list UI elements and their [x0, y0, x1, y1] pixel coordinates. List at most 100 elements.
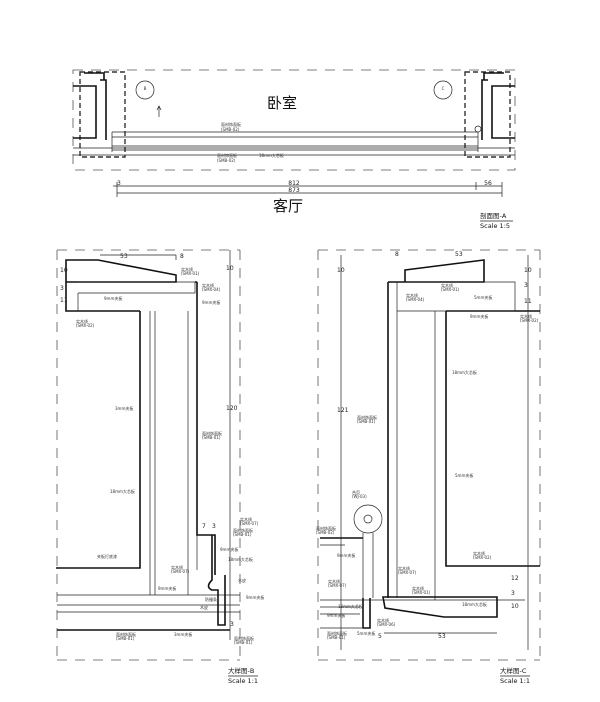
annotation-text: (SMB-02) [316, 530, 335, 535]
annotation-text: (SMX-01) [412, 590, 431, 595]
annotation-text: (SMX-04) [406, 297, 425, 302]
annotations-c: 实木线(SMX-01) 实木线(SMX-04) 5mm夹板 9mm夹板 实木线(… [316, 282, 539, 640]
annotation-text: 面材饰面板 [116, 631, 136, 637]
annotation-text: 实木线 [202, 282, 214, 288]
dim-lines-b [100, 250, 231, 640]
annotation-text: 夹板打底漆 [97, 553, 117, 559]
annotation-text: 53 [120, 253, 128, 260]
annotation-text: 9mm夹板 [337, 552, 355, 558]
detail-c-boundary [317, 249, 541, 661]
detail-b: 53 8 10 3 11 10 120 7 3 3 实木线 (SMX-01) 实木… [56, 249, 264, 685]
annotation-text: (SMX-07) [171, 569, 190, 574]
annotation-text: 11 [524, 298, 532, 305]
annotation-text: 3 [60, 285, 64, 292]
annotation-text: 18mm大芯板 [452, 369, 477, 375]
annotation-text: (SMB-01) [327, 635, 346, 640]
annotation-text: 11 [60, 297, 68, 304]
detail-c-callout-box [464, 71, 511, 158]
annotation-text: 10 [60, 267, 68, 274]
section-a-boundary [72, 69, 516, 171]
annotation-text: 3 [230, 621, 234, 628]
dimension-lines [113, 182, 503, 197]
annotation-text: 面材饰面板 [202, 430, 222, 436]
frame-lines-c [340, 255, 529, 650]
annotation-text: 面材饰面板 [234, 635, 254, 641]
annotation-text: 3 [212, 523, 216, 530]
annotations-b: 实木线(SMX-01) 实木线(SMX-04) 9mm夹板 9mm夹板 实木线(… [76, 266, 264, 645]
annotation-text: 8 [180, 253, 184, 260]
annotation-text: 5mm夹板 [455, 472, 473, 478]
annotation-text: 面材饰面板 [233, 527, 253, 533]
annotation-text: (SMB-02) [217, 158, 236, 163]
annotation-text: 3 [524, 282, 528, 289]
annotation-text: 实木线 [473, 550, 485, 556]
annotation-text: B [144, 86, 147, 91]
annotation-text: (SMB-02) [221, 127, 240, 132]
detail-c: 8 53 10 10 3 11 121 12 3 10 5 53 实木线(SMX… [316, 249, 541, 685]
annotation-text: (SMX-02) [76, 323, 95, 328]
dims-b: 53 8 10 3 11 10 120 7 3 3 [60, 253, 238, 628]
annotation-text: 防撞条 [205, 596, 217, 602]
annotation-text: 10 [226, 265, 234, 272]
left-jamb [73, 72, 107, 140]
annotation-text: 18mm大芯板 [462, 601, 487, 607]
section-a: B C 卧室 面材饰面板 (SMB-02) 面材饰面板 (SMB-02) 18m… [72, 69, 516, 230]
annotation-text: 56 [484, 180, 492, 187]
hinge-pin-icon [363, 514, 373, 524]
annotation-text: 9mm夹板 [327, 612, 345, 618]
annotation-text: 121 [337, 407, 349, 414]
annotation-text: 8 [395, 251, 399, 258]
detail-c-scale: Scale 1:1 [500, 677, 530, 685]
annotation-text: 873 [288, 187, 300, 194]
annotation-text: 面材饰面板 [327, 630, 347, 636]
annotation-text: 10 [524, 267, 532, 274]
detail-b-boundary [56, 249, 241, 661]
annotation-text: (SMB-01) [116, 636, 135, 641]
room-label-bedroom: 卧室 [267, 94, 297, 112]
annotation-text: 9mm夹板 [246, 594, 264, 600]
room-label-living-room: 客厅 [273, 197, 303, 215]
annotation-text: (SMX-04) [202, 287, 221, 292]
direction-arrow-icon [156, 105, 162, 117]
annotation-text: 实木线 [398, 565, 410, 571]
annotation-text: 812 [288, 180, 300, 187]
annotation-text: (SMX-06) [377, 622, 396, 627]
annotation-text: (SMB-01) [234, 640, 253, 645]
section-marker-c [433, 80, 453, 100]
annotation-text: (SMX-07) [328, 583, 347, 588]
annotation-text: 合页 [352, 489, 360, 495]
jamb-profile-b [57, 281, 230, 631]
detail-b-scale: Scale 1:1 [228, 677, 258, 685]
annotation-text: 7 [202, 523, 206, 530]
sill-profile-c [320, 537, 498, 629]
annotation-text: 实木线 [520, 313, 532, 319]
annotation-text: 实木线 [441, 282, 453, 288]
annotation-text: 实木线 [377, 617, 389, 623]
annotation-text: (SMX-01) [441, 287, 460, 292]
annotation-text: 9mm夹板 [470, 313, 488, 319]
annotation-text: 120 [226, 405, 238, 412]
annotation-text: 木皮 [238, 577, 246, 583]
annotation-text: 5mm夹板 [474, 294, 492, 300]
label-core: 18mm大芯板 [259, 152, 284, 158]
annotation-text: 3 [117, 180, 121, 187]
annotation-text: 12 [511, 575, 519, 582]
annotation-text: 3 [511, 590, 515, 597]
annotation-text: (SMX-07) [240, 521, 259, 526]
annotation-text: 实木线 [328, 578, 340, 584]
annotation-text: 实木线 [76, 318, 88, 324]
head-profile-b [56, 259, 177, 569]
annotation-text: (WJ-03) [352, 494, 367, 499]
annotation-text: 9mm夹板 [104, 295, 122, 301]
annotation-text: (SMX-02) [520, 318, 539, 323]
section-a-scale: Scale 1:5 [480, 222, 510, 230]
annotation-text: 面材饰面板 [316, 525, 336, 531]
annotation-text: 9mm夹板 [158, 585, 176, 591]
annotation-text: 9mm夹板 [220, 546, 238, 552]
annotation-text: (SMX-01) [181, 271, 200, 276]
annotation-text: 实木线 [412, 585, 424, 591]
annotation-text: C [442, 86, 445, 91]
annotation-text: (SMB-01) [357, 419, 376, 424]
section-marker-b [135, 80, 155, 100]
annotation-text: 实木线 [171, 564, 183, 570]
